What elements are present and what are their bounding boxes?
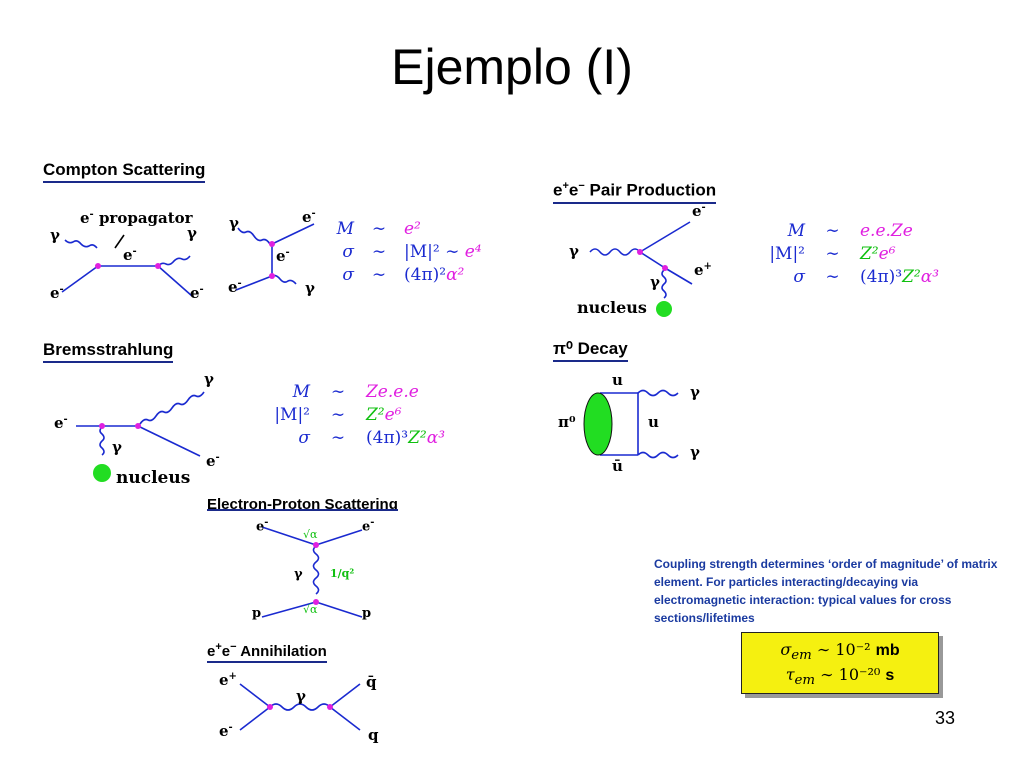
electron-label: e- [228,278,242,296]
quark-label: u [648,413,659,431]
quark-label: q [368,726,379,744]
photon-label: γ [50,226,60,244]
annihilation-diagram [239,683,361,731]
electron-label: e- [276,247,290,265]
vertex-dot [662,265,668,271]
propagator-label: e- propagator [80,209,193,227]
propagator-electron: e- [123,246,137,264]
nucleus-label: nucleus [116,468,191,488]
vertex-dot [155,263,161,269]
vertex-dot [269,273,275,279]
propagator-factor: 1/q² [330,567,355,580]
photon-label: γ [112,438,122,456]
vertex-dot [313,599,319,605]
annihilation-heading: e+e− Annihilation [207,641,327,663]
bremsstrahlung-heading: Bremsstrahlung [43,340,174,363]
proton-label: p [362,606,372,621]
vertex-dot [267,704,273,710]
nucleus-blob [656,301,672,317]
electron-label: e- [692,202,706,220]
photon-label: γ [296,687,306,705]
quark-label: u [612,371,623,389]
photon-label: γ [294,567,303,582]
photon-label: γ [204,370,214,388]
positron-label: e+ [694,261,712,279]
electron-label: e- [256,517,269,535]
proton-label: p [252,606,262,621]
photon-label: γ [690,383,700,401]
electron-label: e- [362,517,375,535]
electron-label: e- [54,414,68,432]
electron-label: e- [302,208,316,226]
photon-label: γ [650,273,660,291]
compton-diagram-u-channel [235,223,315,291]
electron-label: e- [206,452,220,470]
photon-label: γ [305,279,315,297]
pi0-decay-heading: π⁰ Decay [553,339,628,362]
bremsstrahlung-diagram [76,391,205,457]
photon-label: γ [690,443,700,461]
slide-title: Ejemplo (I) [391,39,633,95]
pi0-decay-diagram [600,389,679,459]
ep-scattering-diagram [261,526,363,618]
electron-label: e- [50,284,64,302]
positron-label: e+ [219,671,237,689]
antiquark-label: ū [612,457,623,475]
nucleus-blob [93,464,111,482]
pion-blob [583,392,613,456]
pair-production-equations: M∼e.e.Ze |M|²∼Z²e⁶ σ∼(4π)³Z²α³ [769,221,940,287]
coupling-note: Coupling strength determines ‘order of m… [654,557,998,625]
ep-scattering-heading: Electron-Proton Scattering [207,496,398,511]
bremsstrahlung-equations: M∼Ze.e.e |M|²∼Z²e⁶ σ∼(4π)³Z²α³ [274,382,446,448]
electron-label: e- [190,284,204,302]
photon-label: γ [229,214,239,232]
vertex-dot [95,263,101,269]
compton-equations: M∼e² σ∼|M|² ∼ e⁴ σ∼(4π)²α² [336,219,482,285]
vertex-dot [269,241,275,247]
vertex-dot [313,542,319,548]
compton-heading: Compton Scattering [43,160,206,183]
compton-diagram-s-channel [61,234,193,297]
typical-values-box: σem ∼ 10⁻² mb τem ∼ 10⁻²⁰ s [741,632,939,694]
pair-production-diagram [589,221,693,299]
coupling-label: √α [303,603,318,616]
coupling-label: √α [303,528,318,541]
page-number: 33 [935,708,956,728]
electron-label: e- [219,722,233,740]
vertex-dot [327,704,333,710]
antiquark-label: q̄ [366,673,377,691]
photon-label: γ [569,242,579,260]
photon-label: γ [187,224,197,242]
vertex-dot [99,423,105,429]
nucleus-label: nucleus [577,298,647,317]
pion-label: π⁰ [558,413,576,431]
vertex-dot [135,423,141,429]
vertex-dot [637,249,643,255]
pair-production-heading: e+e− Pair Production [553,180,717,204]
